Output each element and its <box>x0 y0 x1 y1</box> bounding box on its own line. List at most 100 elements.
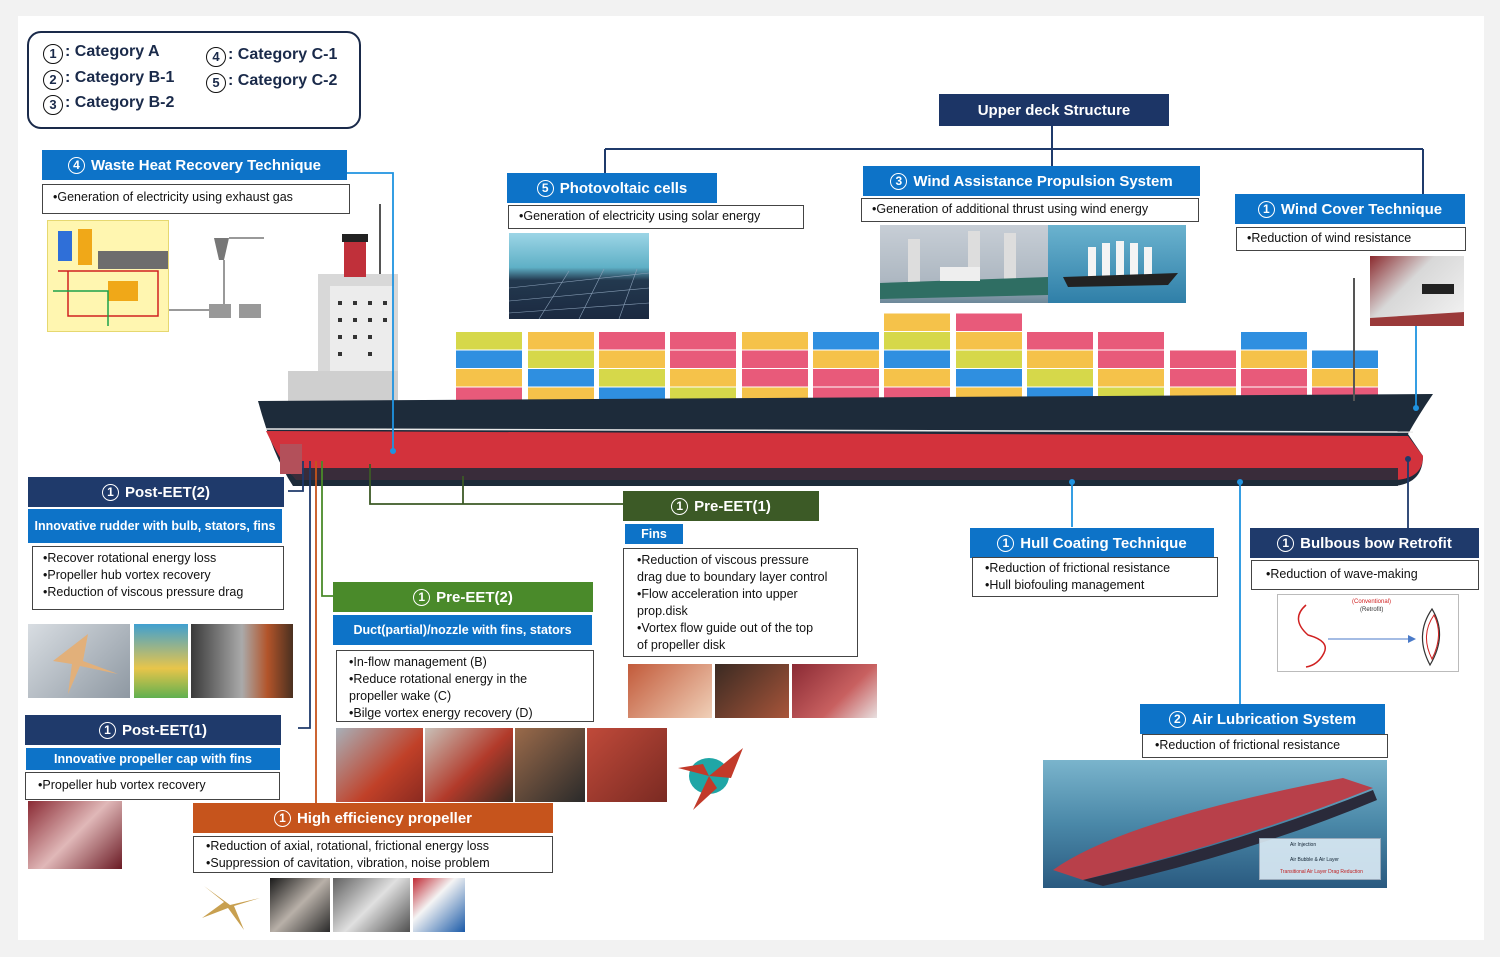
legend-item: 2: Category B-1 <box>43 69 174 90</box>
deck-container <box>956 313 1022 331</box>
deck-container <box>1027 350 1093 368</box>
rudder-photo-2 <box>134 624 188 698</box>
deck-container <box>813 350 879 368</box>
deck-container <box>599 350 665 368</box>
fins-photo-1 <box>628 664 712 718</box>
air-lub-desc: •Reduction of frictional resistance <box>1142 734 1388 758</box>
fins-photo-2 <box>715 664 789 718</box>
deck-container <box>884 369 950 387</box>
upper-deck-header: Upper deck Structure <box>939 94 1169 126</box>
deck-container <box>528 369 594 387</box>
deck-container <box>1312 350 1378 368</box>
deck-container <box>456 369 522 387</box>
deck-container <box>813 369 879 387</box>
post-eet2-desc: •Recover rotational energy loss•Propelle… <box>32 546 284 610</box>
deck-container <box>884 332 950 350</box>
legend-box: 1: Category A 2: Category B-1 3: Categor… <box>27 31 361 129</box>
deck-container <box>742 369 808 387</box>
wind-cover-photo <box>1370 256 1464 326</box>
deck-container <box>1027 369 1093 387</box>
duct-photo-4 <box>587 728 667 802</box>
deck-container <box>1241 369 1307 387</box>
deck-container <box>1098 332 1164 350</box>
legend-item: 1: Category A <box>43 43 160 64</box>
diagram-canvas: 1: Category A 2: Category B-1 3: Categor… <box>18 16 1484 940</box>
deck-container <box>599 332 665 350</box>
propeller-cap-photo <box>28 801 122 869</box>
air-lub-illustration: Air Injection Air Bubble & Air Layer Tra… <box>1043 760 1387 888</box>
wind-assist-desc: •Generation of additional thrust using w… <box>861 198 1199 222</box>
deck-container <box>884 313 950 331</box>
waste-heat-desc: •Generation of electricity using exhaust… <box>42 184 350 214</box>
solar-panel-photo <box>509 233 649 319</box>
waste-heat-schematic-right <box>169 220 269 332</box>
pre-eet2-desc: •In-flow management (B)•Reduce rotationa… <box>336 650 594 722</box>
pre-eet2-subheader: Duct(partial)/nozzle with fins, stators <box>333 615 592 645</box>
pre-eet1-subheader: Fins <box>625 524 683 544</box>
deck-container <box>670 350 736 368</box>
propeller-photo-4 <box>413 878 465 932</box>
bulbous-bow-diagram: (Conventional) (Retrofit) <box>1277 594 1459 672</box>
rotor-sail-ship-photo <box>880 225 1048 303</box>
deck-container <box>528 332 594 350</box>
sail-ship-photo <box>1048 225 1186 303</box>
deck-container <box>956 369 1022 387</box>
post-eet1-subheader: Innovative propeller cap with fins <box>26 748 280 770</box>
deck-container <box>670 332 736 350</box>
duct-photo-3 <box>515 728 585 802</box>
deck-container <box>956 350 1022 368</box>
deck-container <box>1098 369 1164 387</box>
deck-container <box>1098 350 1164 368</box>
deck-container <box>1170 350 1236 368</box>
post-eet1-desc: •Propeller hub vortex recovery <box>25 772 280 800</box>
deck-container <box>1170 369 1236 387</box>
deck-container <box>1312 369 1378 387</box>
waste-heat-schematic <box>47 220 169 332</box>
legend-item: 4: Category C-1 <box>206 46 337 67</box>
rudder-photo-3 <box>191 624 293 698</box>
legend-item: 3: Category B-2 <box>43 94 174 115</box>
deck-container <box>456 332 522 350</box>
legend-item: 5: Category C-2 <box>206 72 337 93</box>
deck-container <box>528 350 594 368</box>
rudder-photo-1 <box>28 624 130 698</box>
hull-coating-desc: •Reduction of frictional resistance•Hull… <box>972 557 1218 597</box>
wind-cover-desc: •Reduction of wind resistance <box>1236 227 1466 251</box>
deck-container <box>742 332 808 350</box>
deck-container <box>1027 332 1093 350</box>
post-eet2-subheader: Innovative rudder with bulb, stators, fi… <box>28 509 282 543</box>
photovoltaic-desc: •Generation of electricity using solar e… <box>508 205 804 229</box>
deck-container <box>1241 332 1307 350</box>
propeller-photo-1 <box>194 878 266 932</box>
bulbous-desc: •Reduction of wave-making <box>1251 560 1479 590</box>
deck-container <box>1241 350 1307 368</box>
duct-photo-2 <box>425 728 513 802</box>
deck-container <box>884 350 950 368</box>
duct-render <box>673 728 755 816</box>
high-eff-desc: •Reduction of axial, rotational, frictio… <box>193 836 553 873</box>
fins-photo-3 <box>792 664 877 718</box>
deck-container <box>456 350 522 368</box>
propeller-photo-2 <box>270 878 330 932</box>
deck-container <box>670 369 736 387</box>
propeller-photo-3 <box>333 878 410 932</box>
deck-container <box>813 332 879 350</box>
deck-container <box>956 332 1022 350</box>
duct-photo-1 <box>336 728 423 802</box>
deck-container <box>742 350 808 368</box>
ship-illustration <box>258 126 1433 807</box>
deck-container <box>599 369 665 387</box>
